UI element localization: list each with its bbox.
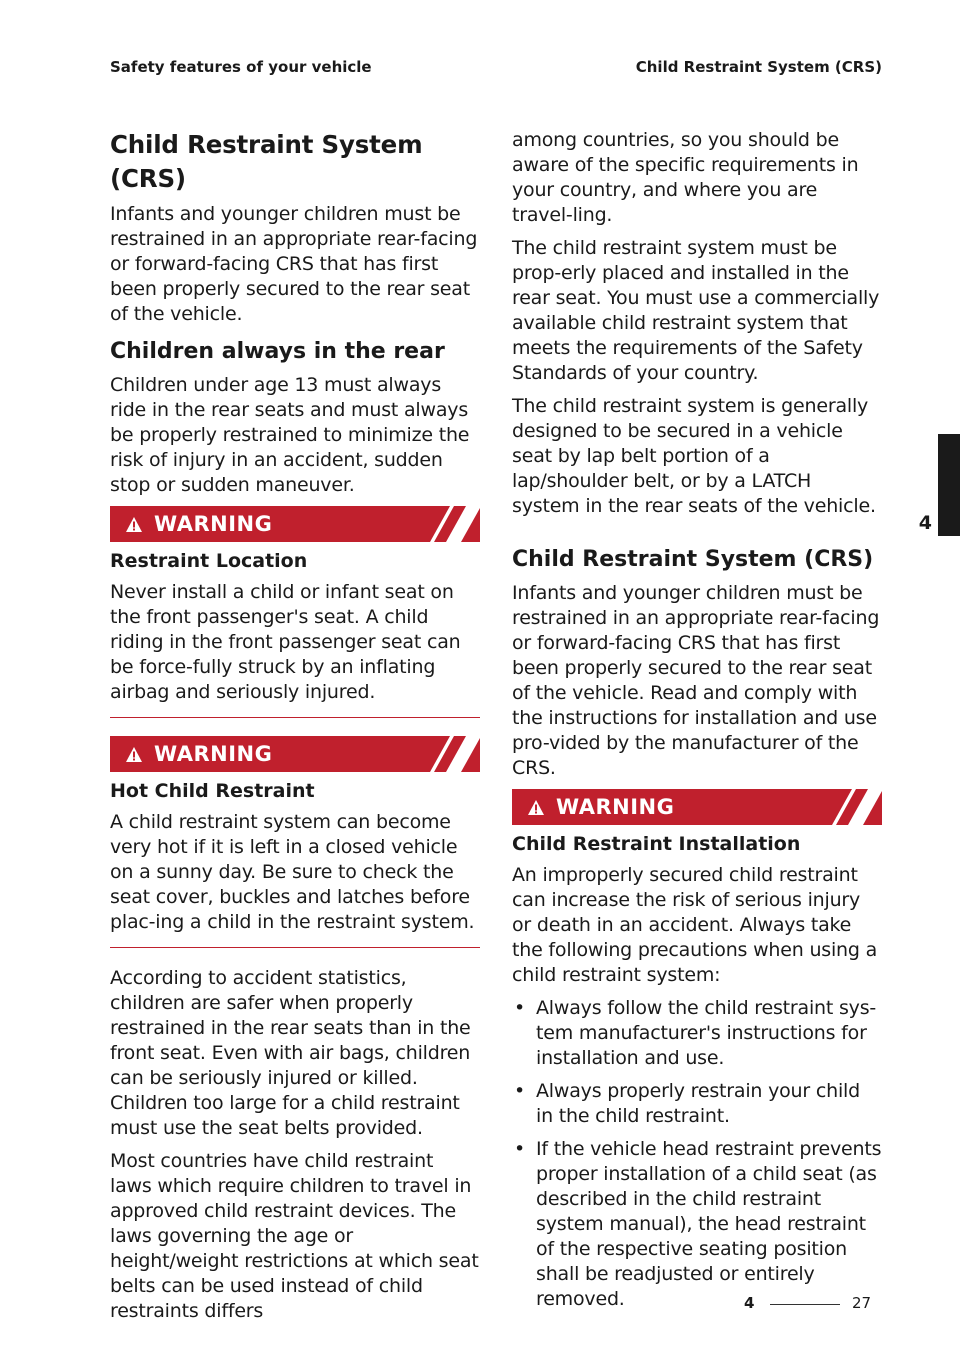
warning-label: WARNING <box>154 742 273 766</box>
paragraph: The child restraint system is generally … <box>512 395 876 517</box>
warning-text: Never install a child or infant seat on … <box>110 581 461 703</box>
warning-banner: WARNING <box>110 736 480 772</box>
header-chapter-title: Child Restraint System (CRS) <box>635 58 882 76</box>
list-item: Always follow the child restraint sys-te… <box>512 996 882 1071</box>
warning-banner: WARNING <box>512 789 882 825</box>
footer-chapter-number: 4 <box>744 1294 755 1312</box>
subsection-heading: Children always in the rear <box>110 339 445 364</box>
paragraph: Most countries have child restraint laws… <box>110 1150 479 1322</box>
list-item: Always properly restrain your child in t… <box>512 1079 882 1129</box>
warning-triangle-icon <box>126 746 142 762</box>
warning-triangle-icon <box>528 799 544 815</box>
warning-banner: WARNING <box>110 506 480 542</box>
slash-decoration-icon <box>430 736 480 772</box>
right-column: among countries, so you should be aware … <box>512 128 882 1320</box>
warning-text: An improperly secured child restraint ca… <box>512 864 878 986</box>
paragraph: According to accident statistics, childr… <box>110 967 471 1139</box>
paragraph: Infants and younger children must be res… <box>512 582 880 779</box>
warning-divider <box>110 947 480 948</box>
paragraph: Children under age 13 must always ride i… <box>110 374 470 496</box>
section-heading: Child Restraint System (CRS) <box>512 547 874 572</box>
page-footer: 4 27 <box>744 1294 884 1314</box>
precaution-list: Always follow the child restraint sys-te… <box>512 996 882 1312</box>
warning-title: Hot Child Restraint <box>110 780 315 802</box>
header-section-title: Safety features of your vehicle <box>110 58 372 76</box>
footer-divider <box>770 1304 840 1305</box>
slash-decoration-icon <box>430 506 480 542</box>
page-number: 27 <box>852 1294 872 1312</box>
warning-title: Child Restraint Installation <box>512 833 801 855</box>
slash-decoration-icon <box>832 789 882 825</box>
warning-triangle-icon <box>126 516 142 532</box>
paragraph: Infants and younger children must be res… <box>110 203 478 325</box>
list-item: If the vehicle head restraint prevents p… <box>512 1137 882 1312</box>
warning-title: Restraint Location <box>110 550 308 572</box>
warning-text: A child restraint system can become very… <box>110 811 475 933</box>
left-column: Child Restraint System (CRS) Infants and… <box>110 128 480 1332</box>
page-header: Safety features of your vehicle Child Re… <box>110 58 882 82</box>
warning-divider <box>110 717 480 718</box>
warning-label: WARNING <box>154 512 273 536</box>
chapter-side-tab <box>938 434 960 536</box>
warning-label: WARNING <box>556 795 675 819</box>
section-heading: Child Restraint System (CRS) <box>110 130 423 193</box>
chapter-tab-number: 4 <box>918 512 932 534</box>
paragraph: The child restraint system must be prop-… <box>512 237 880 384</box>
paragraph: among countries, so you should be aware … <box>512 129 859 226</box>
